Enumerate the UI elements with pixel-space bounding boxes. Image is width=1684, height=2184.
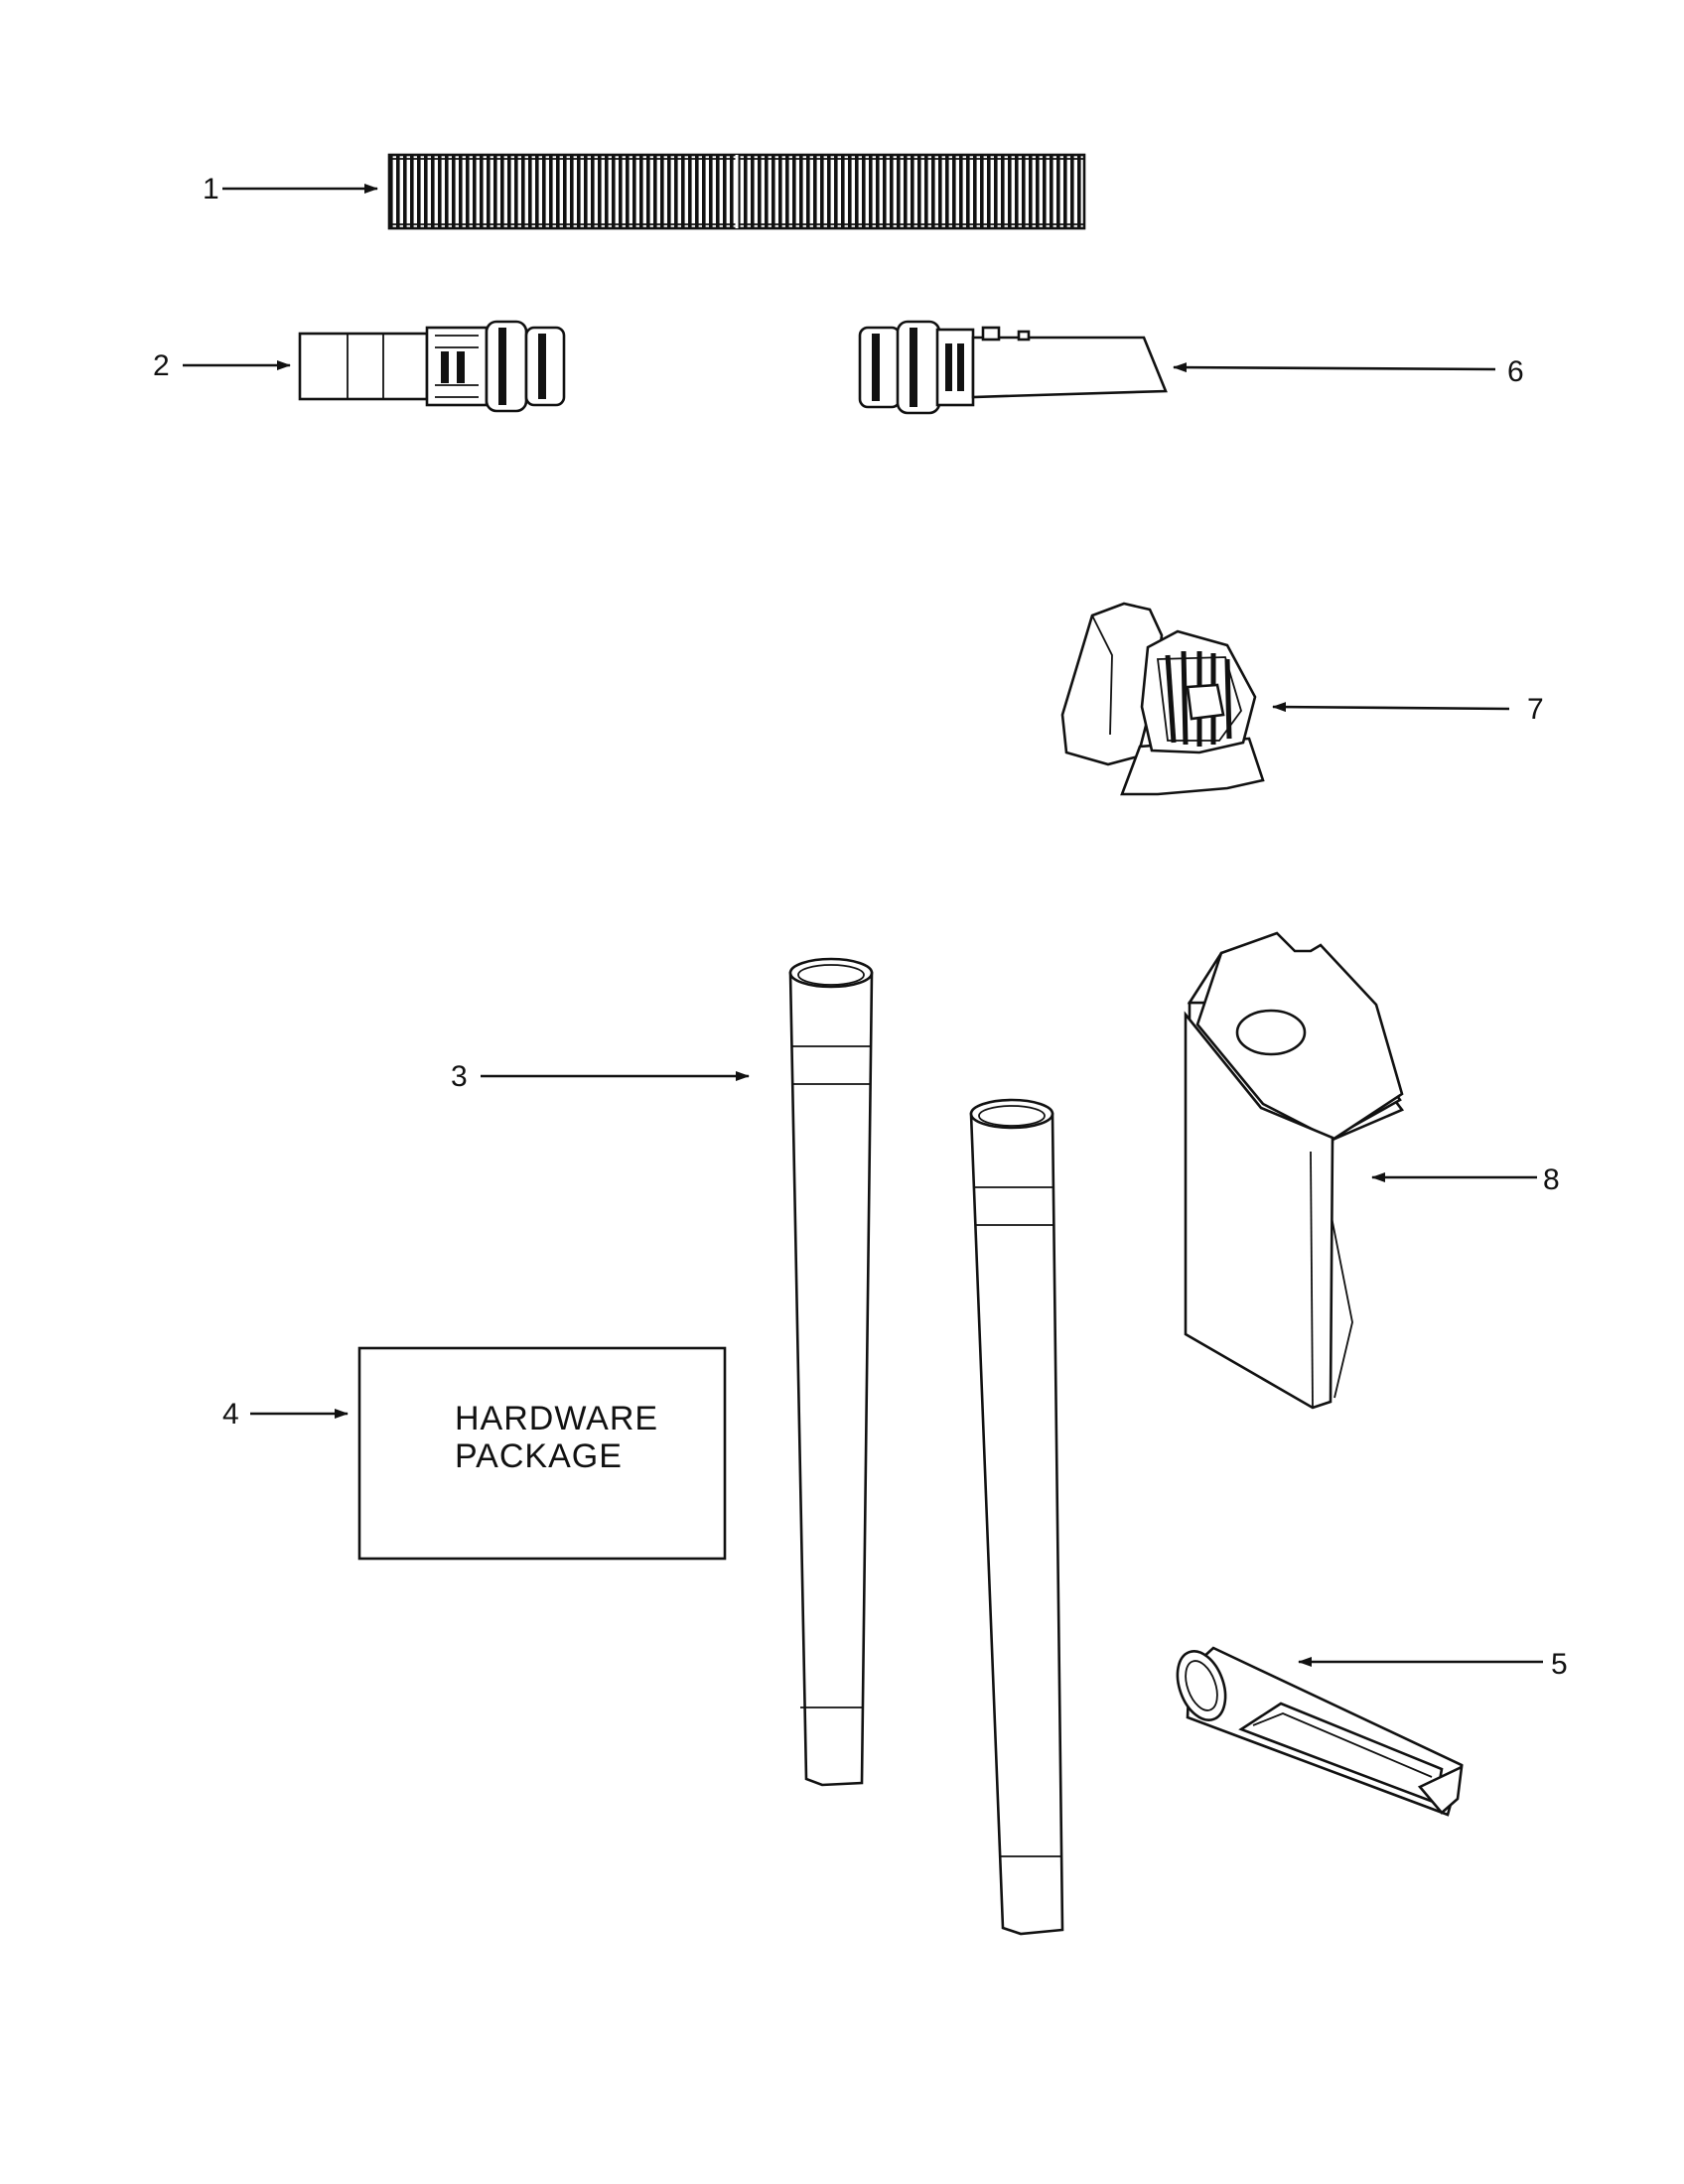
callout-4: 4 bbox=[222, 1398, 349, 1431]
hardware-package-part: HARDWARE PACKAGE bbox=[357, 1346, 727, 1561]
callout-3: 3 bbox=[451, 1060, 750, 1093]
dusting-brush-part bbox=[1060, 602, 1265, 796]
dust-bag-part bbox=[1184, 931, 1405, 1410]
callout-5: 5 bbox=[1298, 1648, 1568, 1681]
callout-1: 1 bbox=[203, 173, 378, 205]
crevice-tool-part bbox=[858, 320, 1168, 415]
callout-number: 6 bbox=[1507, 355, 1524, 388]
callout-number: 7 bbox=[1527, 693, 1544, 726]
package-label-line2: PACKAGE bbox=[455, 1437, 623, 1475]
callout-number: 5 bbox=[1551, 1648, 1568, 1681]
package-label-line1: HARDWARE bbox=[455, 1400, 658, 1437]
extension-wand-left bbox=[788, 957, 874, 1787]
hose-cuff-part bbox=[298, 320, 566, 413]
callout-8: 8 bbox=[1371, 1163, 1560, 1196]
callout-7: 7 bbox=[1272, 693, 1544, 726]
callout-number: 1 bbox=[203, 173, 219, 205]
extension-wand-right bbox=[969, 1098, 1064, 1936]
callout-number: 8 bbox=[1543, 1163, 1560, 1196]
callout-number: 3 bbox=[451, 1060, 468, 1093]
callout-2: 2 bbox=[153, 349, 291, 382]
callout-number: 4 bbox=[222, 1398, 239, 1431]
callout-6: 6 bbox=[1173, 355, 1524, 388]
crevice-nozzle-part bbox=[1176, 1646, 1464, 1817]
hose-part bbox=[387, 153, 1086, 230]
callout-number: 2 bbox=[153, 349, 170, 382]
